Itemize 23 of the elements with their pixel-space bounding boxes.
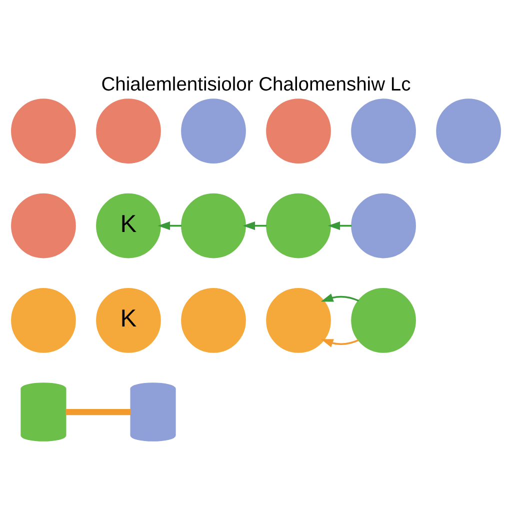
node-circle (11, 193, 76, 258)
node-circle (11, 288, 76, 353)
arrow (320, 294, 359, 302)
node-circle (181, 193, 246, 258)
node-circle (181, 98, 246, 164)
node-circle (351, 288, 416, 353)
node-circle: K (96, 288, 161, 353)
node-circle (11, 98, 76, 164)
connector (66, 408, 131, 416)
arrow (158, 221, 182, 230)
node-circle (181, 288, 246, 353)
node-circle (96, 98, 161, 164)
node-circle (351, 193, 416, 258)
node-circle (436, 98, 501, 164)
node-circle: K (96, 193, 161, 258)
arrow (242, 221, 267, 230)
node-circle (266, 288, 331, 353)
arrow (320, 339, 359, 348)
node-circle (266, 98, 331, 164)
diagram-title: Chialemlentisiolor Chalomenshiw Lc (101, 74, 411, 96)
node-circle (266, 193, 331, 258)
node-circle (351, 98, 416, 164)
arrow (328, 221, 352, 230)
